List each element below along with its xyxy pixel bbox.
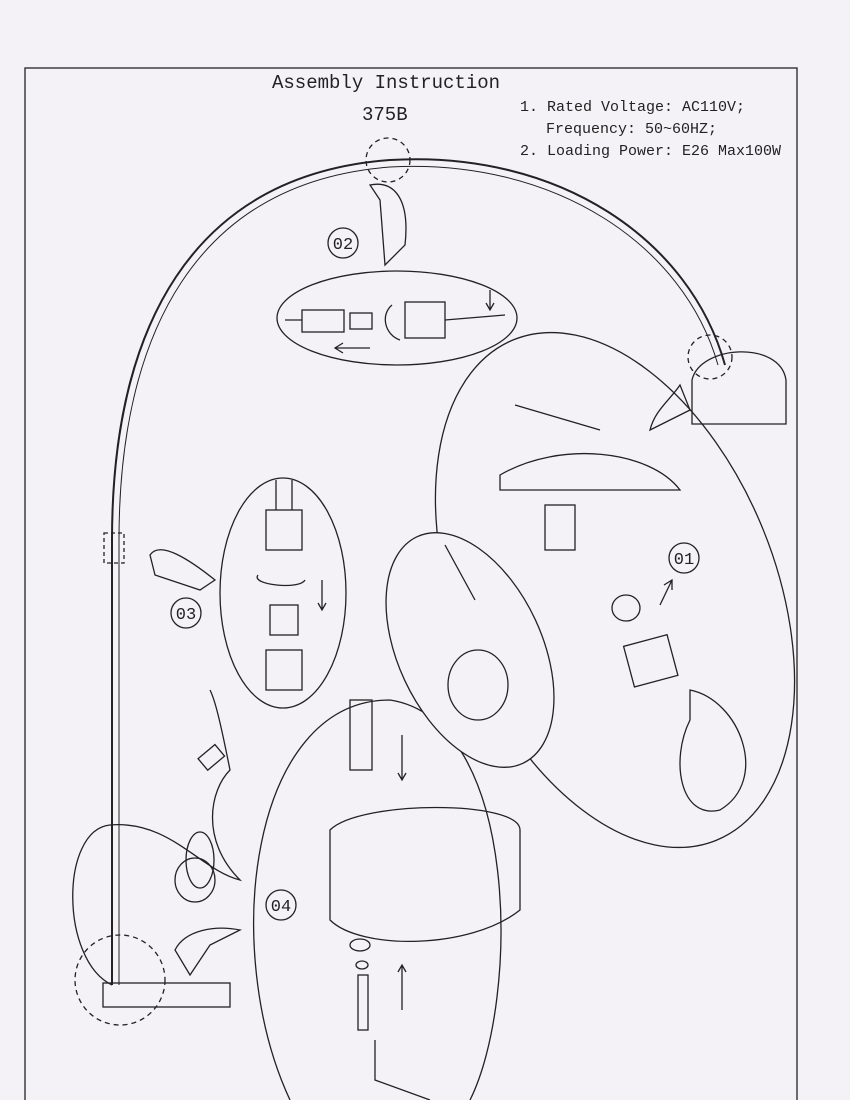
pointing-hand-icon <box>649 383 691 432</box>
model-number: 375B <box>362 104 408 126</box>
spec-rated-voltage: 1. Rated Voltage: AC110V; <box>520 99 746 116</box>
page-border <box>24 67 798 1100</box>
pointing-hand-icon <box>174 927 242 977</box>
spec-frequency: Frequency: 50~60HZ; <box>546 121 718 138</box>
spec-loading-power: 2. Loading Power: E26 Max100W <box>520 143 782 160</box>
step-02-detail <box>276 270 518 366</box>
svg-text:02: 02 <box>333 236 353 255</box>
step-label-02: 02 <box>327 227 359 259</box>
svg-text:04: 04 <box>271 898 291 917</box>
step-label-04: 04 <box>265 889 297 921</box>
step-03-detail <box>219 477 347 709</box>
pointing-hand-icon <box>368 183 407 267</box>
svg-text:03: 03 <box>176 606 196 625</box>
lamp-shade <box>691 351 787 425</box>
page-title: Assembly Instruction <box>272 72 501 94</box>
svg-text:01: 01 <box>674 551 694 570</box>
pointing-hand-icon <box>149 549 217 591</box>
step-label-01: 01 <box>668 542 700 574</box>
lamp-base <box>102 982 231 1008</box>
step-label-03: 03 <box>170 597 202 629</box>
